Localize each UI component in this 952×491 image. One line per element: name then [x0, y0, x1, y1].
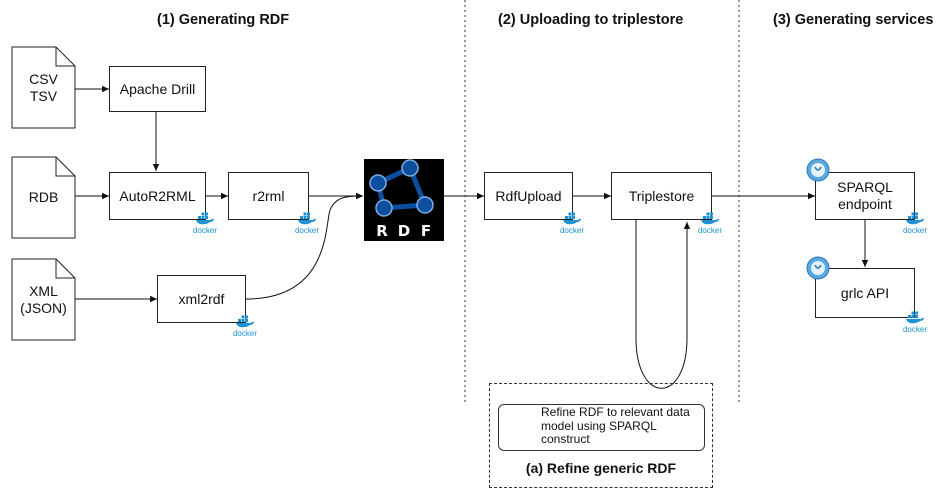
docker-icon: docker [227, 314, 263, 338]
source-json-label: (JSON) [20, 299, 67, 316]
docker-label: docker [192, 226, 217, 235]
grlc-icon [806, 158, 830, 182]
docker-icon: docker [554, 211, 590, 235]
apache-drill-box: Apache Drill [109, 66, 206, 112]
refine-step-box [498, 404, 705, 451]
csv-tsv-doc-shape [11, 46, 76, 129]
source-tsv-label: TSV [29, 87, 58, 104]
xml2rdf-box: xml2rdf [157, 275, 246, 323]
docker-label: docker [294, 226, 319, 235]
grlc-icon [806, 256, 830, 280]
refine-section [489, 383, 713, 488]
source-csv-label: CSV [29, 70, 58, 87]
sparql-endpoint-box: SPARQL endpoint [815, 172, 915, 220]
docker-icon: docker [289, 211, 325, 235]
section-title-generating-services: (3) Generating services [773, 12, 934, 28]
section-title-generating-rdf: (1) Generating RDF [157, 12, 290, 28]
docker-label: docker [902, 226, 927, 235]
grlc-api-box: grlc API [815, 268, 915, 318]
rdf-letter-d: D [398, 222, 410, 240]
rdb-doc-shape [11, 156, 76, 239]
docker-icon: docker [187, 211, 223, 235]
sparql-label: SPARQL [837, 179, 893, 195]
refine-step-text: Refine RDF to relevant data model using … [541, 405, 709, 447]
rdf-logo: R D F [364, 159, 444, 241]
docker-label: docker [559, 226, 584, 235]
source-xml-json: XML (JSON) [12, 259, 75, 340]
refine-text-line: model using SPARQL [541, 418, 657, 433]
source-csv-tsv: CSV TSV [12, 47, 75, 128]
autor2rml-box: AutoR2RML [109, 172, 206, 220]
triplestore-box: Triplestore [611, 172, 712, 220]
rdf-letter-r: R [376, 222, 388, 240]
rdf-letter-f: F [421, 222, 431, 240]
r2rml-box: r2rml [228, 172, 309, 220]
refine-text-line: Refine RDF to relevant data [541, 405, 690, 419]
xml-doc-shape [11, 258, 76, 341]
refine-section-title: (a) Refine generic RDF [525, 460, 677, 476]
source-xml-label: XML [29, 282, 58, 299]
docker-icon: docker [897, 211, 933, 235]
docker-icon: docker [692, 211, 728, 235]
arrow-xml2rdf-to-rdf [245, 192, 364, 300]
arrow-refine-loop [635, 219, 691, 389]
source-rdb: RDB [12, 157, 75, 238]
docker-label: docker [232, 329, 257, 338]
endpoint-label: endpoint [838, 196, 892, 212]
source-rdb-label: RDB [28, 189, 59, 205]
refine-text-line: construct [541, 432, 590, 446]
docker-label: docker [902, 325, 927, 334]
section-title-uploading: (2) Uploading to triplestore [498, 12, 684, 28]
rdfupload-box: RdfUpload [484, 172, 573, 220]
docker-label: docker [697, 226, 722, 235]
docker-icon: docker [897, 310, 933, 334]
